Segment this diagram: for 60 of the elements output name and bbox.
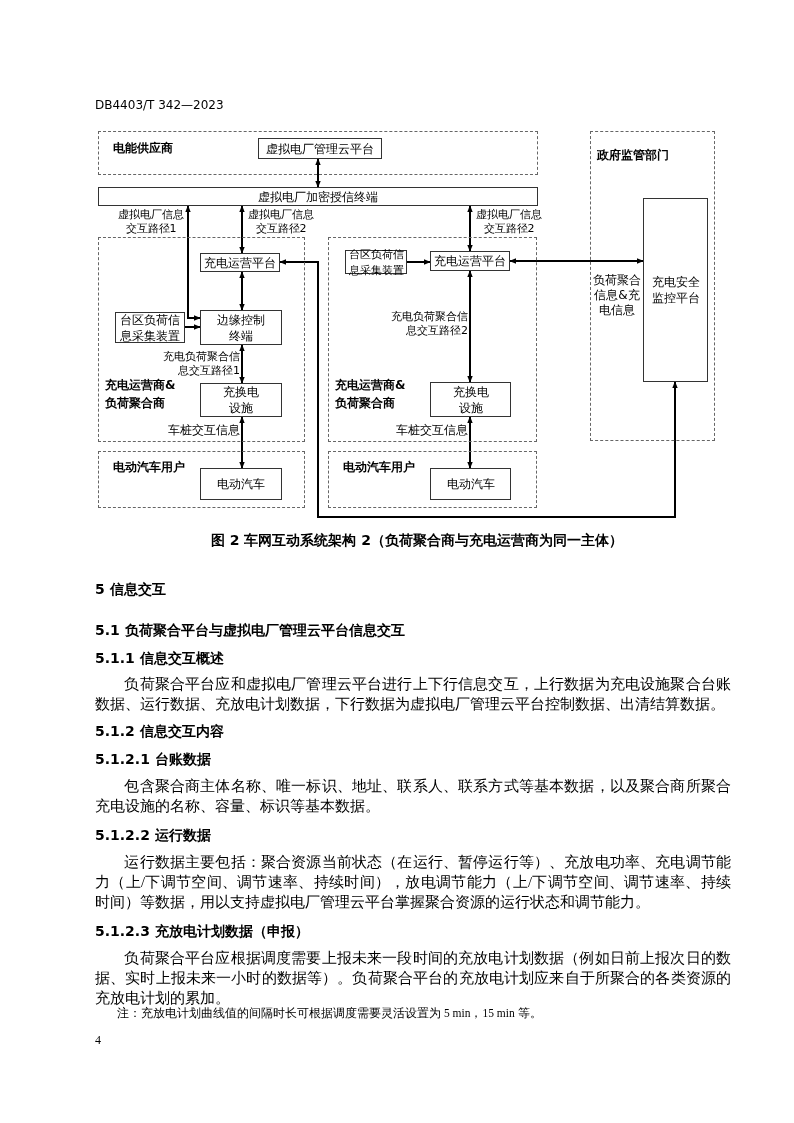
edge-label: 车桩交互信息 (395, 423, 468, 438)
group-title: 电动汽车用户 (113, 459, 186, 476)
dashed-group-frame (590, 131, 715, 441)
section-heading: 5 信息交互 (95, 580, 167, 599)
section-heading: 5.1.2.3 充放电计划数据（申报） (95, 922, 310, 941)
arrow (467, 416, 473, 469)
dashed-group-frame (98, 451, 305, 508)
process-box: 虚拟电厂管理云平台 (258, 138, 382, 159)
edge-label: 虚拟电厂信息交互路径2 (475, 208, 543, 236)
figure-caption: 图 2 车网互动系统架构 2（负荷聚合商与充电运营商为同一主体） (209, 531, 625, 550)
arrow (509, 258, 644, 264)
process-box: 电动汽车 (430, 468, 511, 500)
paragraph: 负荷聚合平台应和虚拟电厂管理云平台进行上下行信息交互，上行数据为充电设施聚合台账数据、运行数据、充放电计划数据，下行数据为虚拟电厂管理云平台控制数据、出清结算数据。 (95, 675, 731, 714)
process-box: 充电运营平台 (430, 251, 510, 271)
edge-label: 虚拟电厂信息交互路径2 (247, 208, 315, 236)
arrow (184, 324, 201, 330)
edge-label: 充电负荷聚合信息交互路径2 (390, 310, 468, 338)
process-box: 台区负荷信息采集装置 (115, 312, 185, 343)
note-text: 注：充放电计划曲线值的间隔时长可根据调度需要灵活设置为 5 min，15 min 等。 (117, 1006, 543, 1021)
group-title: 充电运营商&负荷聚合商 (335, 377, 407, 412)
group-title: 电能供应商 (113, 140, 174, 157)
edge-label: 车桩交互信息 (167, 423, 240, 438)
arrow (239, 344, 245, 384)
dashed-group-frame (328, 451, 537, 508)
arrow (239, 205, 245, 254)
process-box: 虚拟电厂加密授信终端 (98, 187, 538, 206)
section-heading: 5.1.1 信息交互概述 (95, 649, 225, 668)
edge-label: 虚拟电厂信息交互路径1 (117, 208, 185, 236)
arrow (239, 416, 245, 469)
section-heading: 5.1.2.1 台账数据 (95, 750, 212, 769)
page-number: 4 (95, 1032, 102, 1049)
group-title: 充电运营商&负荷聚合商 (105, 377, 177, 412)
dashed-group-frame (98, 131, 538, 175)
process-box: 充电运营平台 (200, 253, 280, 272)
process-box: 充换电设施 (430, 382, 511, 417)
group-title: 电动汽车用户 (343, 459, 416, 476)
arrow (239, 271, 245, 311)
arrow (279, 259, 678, 518)
arrow (467, 270, 473, 383)
paragraph: 运行数据主要包括：聚合资源当前状态（在运行、暂停运行等）、充放电功率、充电调节能力（上/下调节空间、调节速率、持续时间），放电调节能力（上/下调节空间、调节速率、持续时间）等数据，用以支持虚拟电厂管理云平台掌握聚合资源的运行状态和调节能力。 (95, 853, 731, 912)
arrow (406, 259, 431, 265)
process-box: 电动汽车 (200, 468, 282, 500)
dashed-group-frame (328, 237, 537, 442)
section-heading: 5.1.2 信息交互内容 (95, 722, 225, 741)
paragraph: 负荷聚合平台应根据调度需要上报未来一段时间的充放电计划数据（例如日前上报次日的数据、实时上报未来一小时的数据等）。负荷聚合平台的充放电计划应来自于所聚合的各类资源的充放电计划的累加。 (95, 949, 731, 1007)
document-code: DB4403/T 342—2023 (95, 97, 225, 114)
process-box: 边缘控制终端 (200, 310, 282, 345)
section-heading: 5.1.2.2 运行数据 (95, 826, 212, 845)
arrow (315, 158, 321, 188)
arrow (467, 205, 473, 252)
edge-label: 负荷聚合信息&充电信息 (592, 273, 642, 318)
group-title: 政府监管部门 (597, 147, 670, 164)
dashed-group-frame (98, 237, 305, 442)
arrow (185, 205, 201, 321)
process-box: 充电安全监控平台 (643, 198, 708, 382)
section-heading: 5.1 负荷聚合平台与虚拟电厂管理云平台信息交互 (95, 621, 406, 640)
process-box: 充换电设施 (200, 383, 282, 417)
paragraph: 包含聚合商主体名称、唯一标识、地址、联系人、联系方式等基本数据，以及聚合商所聚合充电设施的名称、容量、标识等基本数据。 (95, 777, 731, 816)
process-box: 台区负荷信息采集装置 (345, 250, 407, 274)
edge-label: 充电负荷聚合信息交互路径1 (162, 350, 240, 378)
